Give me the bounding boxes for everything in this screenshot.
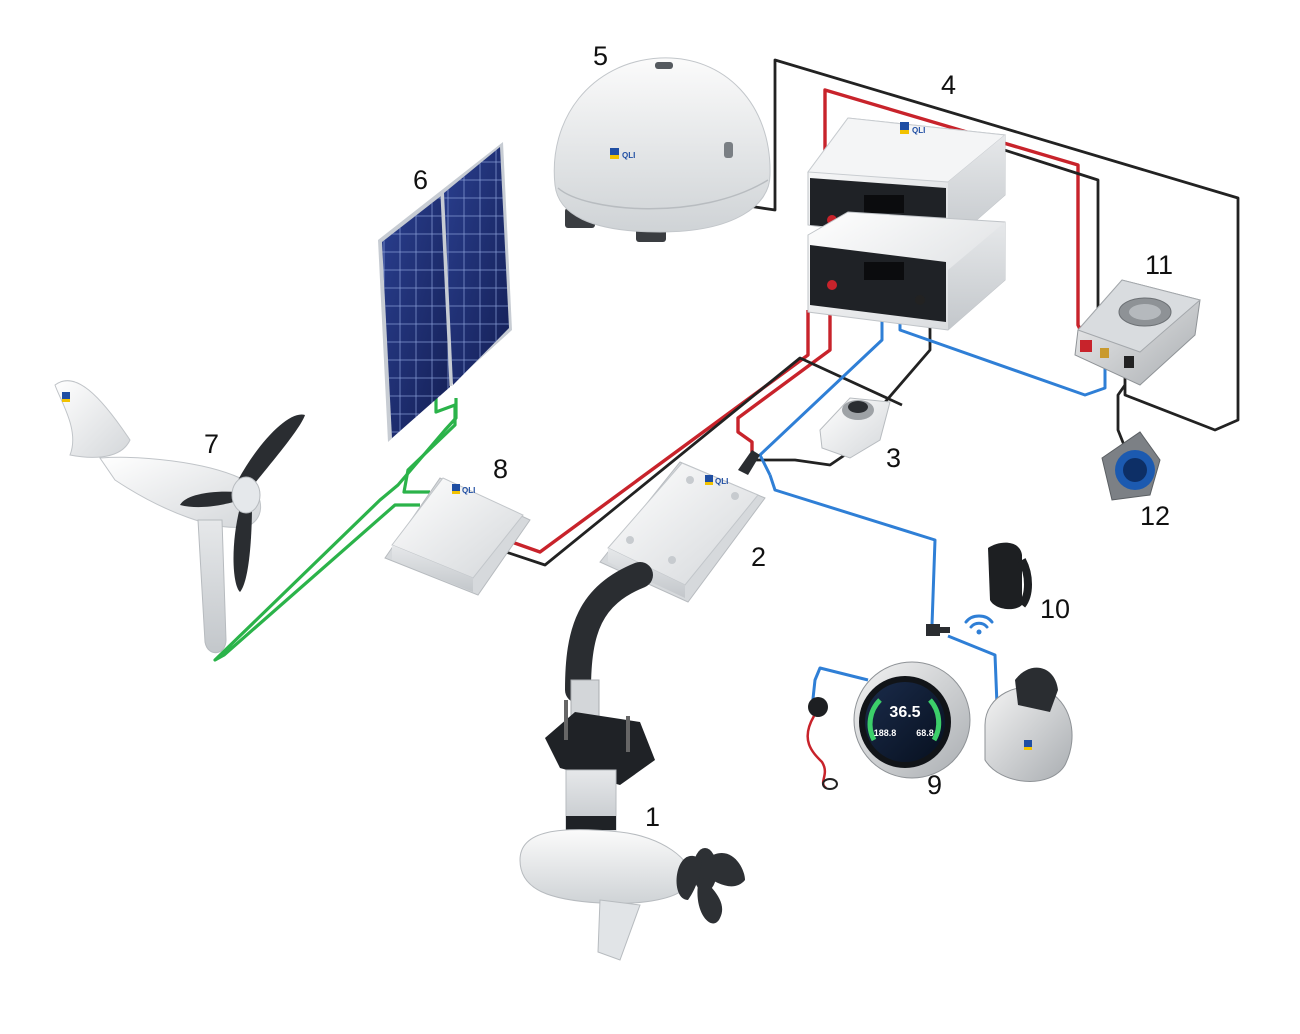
propeller [676,848,745,924]
svg-text:QLI: QLI [715,477,728,486]
positive-cable-main [823,88,1080,252]
data-cable-display [768,474,937,626]
remote-wristband [988,542,1032,610]
display-left-value: 188.8 [874,728,897,738]
data-cable-motor [758,310,884,476]
display-right-value: 68.8 [916,728,934,738]
negative-cable-inlet [1116,384,1127,446]
display [853,661,971,779]
data-cable-throttle [947,634,999,706]
svg-text:QLI: QLI [622,151,635,160]
solar-cables [213,392,458,662]
display-main-value: 36.5 [889,704,920,721]
callout-battery-pack: 4 [941,70,957,100]
data-tee-connector [926,624,950,636]
battery-pack: QLI [807,117,1007,331]
solar-cable-b [213,398,458,662]
callout-motor: 1 [645,802,661,832]
callout-radar-dome: 5 [593,41,609,71]
wind-turbine [54,380,305,654]
callout-charger: 11 [1145,250,1174,280]
wifi-icon [964,614,994,635]
callout-display: 9 [927,770,943,800]
main-switch [819,397,891,459]
negative-cables [493,58,1240,567]
callout-motor-controller: 2 [751,542,767,572]
data-cable-killswitch [810,666,869,709]
data-cables [758,308,1107,709]
svg-text:QLI: QLI [912,126,925,135]
callout-charge-controller: 8 [493,454,509,484]
shore-inlet [1101,431,1161,501]
positive-cable-charge [491,310,810,554]
callout-shore-inlet: 12 [1140,501,1171,531]
callout-wind-turbine: 7 [204,429,220,459]
callout-solar-panel: 6 [413,165,429,195]
callout-main-switch: 3 [886,443,902,473]
motor [519,562,745,961]
solar-cable-a [402,392,457,494]
callout-remote-wristband: 10 [1040,594,1071,624]
charger [1074,279,1202,386]
radar-dome: QLI [553,57,771,242]
throttle [984,667,1073,782]
solar-panel [378,142,512,442]
charge-controller: QLI [384,477,531,596]
svg-text:QLI: QLI [462,486,475,495]
negative-cable-charge [493,356,903,567]
negative-cable-radar [741,58,1240,432]
kill-switch [806,697,838,790]
negative-cable-motor [750,446,856,467]
